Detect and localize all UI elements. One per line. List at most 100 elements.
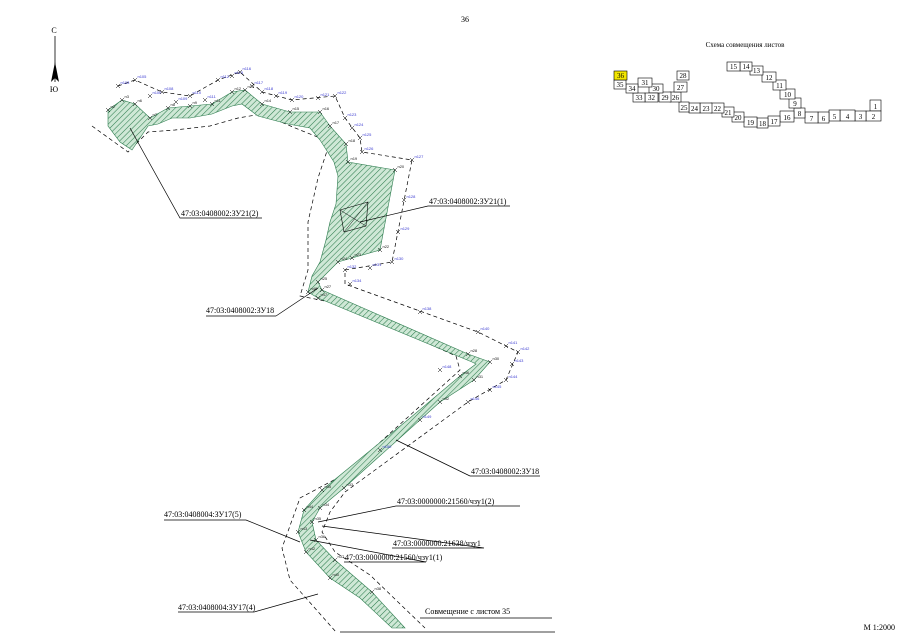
sheet-box [772, 79, 787, 91]
point-label-inner: н3 [125, 94, 130, 99]
point-label-inner: н6 [138, 98, 143, 103]
point-label-inner: н14 [265, 98, 272, 103]
point-label-outer: н138 [423, 306, 433, 311]
sheet-number: 5 [833, 113, 837, 121]
sheet-number: 23 [703, 105, 711, 113]
point-label-inner: н2 [111, 104, 116, 109]
point-marker [317, 109, 323, 115]
sheet-number: 25 [681, 104, 689, 112]
sheet-number: 10 [784, 91, 792, 99]
point-marker [259, 89, 265, 95]
point-marker [471, 377, 477, 383]
point-marker [392, 167, 398, 173]
point-marker [229, 89, 235, 95]
point-marker [259, 101, 265, 107]
point-label-outer: н130 [395, 256, 405, 261]
point-marker [343, 141, 349, 147]
sheet-number: 31 [642, 79, 650, 87]
survey-points: н103н105н106н108н109н110н111н112н115н116… [105, 66, 531, 595]
point-label-inner: н25 [321, 276, 328, 281]
point-marker [237, 69, 243, 75]
page-number: 36 [461, 15, 469, 24]
sheet-number: 34 [629, 85, 637, 93]
sheet-number: 2 [872, 113, 876, 121]
sheet-number: 20 [735, 114, 743, 122]
point-marker [249, 83, 255, 89]
point-label-outer: н108 [165, 86, 175, 91]
sheet-number: 3 [859, 113, 863, 121]
sheet-box [779, 88, 796, 100]
point-marker [115, 83, 121, 89]
sheet-number: 32 [648, 94, 656, 102]
point-label-inner: н35 [315, 516, 322, 521]
sheet-number: 14 [743, 63, 751, 71]
point-marker [465, 399, 471, 405]
sheet-box [678, 101, 690, 113]
point-marker [457, 373, 463, 379]
point-label-inner: н20 [398, 164, 405, 169]
point-marker [309, 519, 315, 525]
point-label-outer: н126 [365, 146, 375, 151]
point-marker [187, 103, 193, 109]
point-label-outer: н111 [208, 94, 217, 99]
point-marker [503, 343, 509, 349]
point-label-outer: н144 [509, 374, 519, 379]
point-label-outer: н122 [338, 90, 348, 95]
point-label-outer: н142 [521, 346, 531, 351]
point-marker [289, 97, 295, 103]
point-label-outer: н120 [295, 94, 305, 99]
join-note: Совмещение с листом 35 [425, 607, 510, 616]
point-label-outer: н121 [321, 92, 331, 97]
sheet-number: 24 [691, 105, 699, 113]
point-label-outer: н119 [279, 90, 288, 95]
point-marker [159, 89, 165, 95]
point-marker [377, 447, 383, 453]
point-label-inner: н16 [323, 106, 330, 111]
point-marker [315, 279, 321, 285]
sheet-box [637, 77, 653, 88]
point-label-outer: н140 [481, 326, 491, 331]
point-label-inner: н11 [215, 98, 222, 103]
parcel-label: 47:03:0408002:ЗУ21(2) [181, 209, 259, 218]
point-label-outer: н117 [255, 80, 264, 85]
sheet-number: 33 [636, 94, 644, 102]
point-marker [119, 97, 125, 103]
point-marker [305, 289, 311, 295]
point-label-inner: н24 [341, 256, 348, 261]
sheet-number: 21 [725, 109, 733, 117]
sheet-number: 17 [771, 118, 779, 126]
point-marker [147, 115, 153, 121]
point-marker [349, 125, 355, 131]
sheet-number: 9 [793, 100, 797, 108]
point-marker [319, 487, 325, 493]
point-label-inner: н27 [325, 284, 332, 289]
point-label-outer: н103 [121, 80, 131, 85]
sheet-box [632, 92, 646, 103]
sheet-number: 15 [730, 63, 738, 71]
point-marker [342, 115, 348, 121]
point-label-inner: н18 [349, 138, 356, 143]
point-label-inner: н44 [307, 504, 314, 509]
parcel-label: 47:03:0408002:ЗУ18 [206, 306, 274, 315]
sheet-number: 36 [617, 72, 625, 80]
sheet-number: 19 [747, 119, 755, 127]
sheet-number: 12 [766, 74, 774, 82]
point-marker [377, 247, 383, 253]
point-label-outer: н150 [383, 444, 393, 449]
point-marker [515, 349, 521, 355]
point-label-outer: н105 [138, 74, 148, 79]
point-label-inner: н46 [463, 370, 470, 375]
point-label-outer: н132 [348, 264, 358, 269]
schema-title: Схема совмещения листов [706, 41, 785, 49]
point-label-inner: н12 [235, 86, 242, 91]
sheet-box [673, 81, 688, 93]
sheet-number: 16 [784, 114, 792, 122]
sheet-number: 13 [753, 67, 761, 75]
point-marker [369, 589, 375, 595]
point-marker [509, 361, 515, 367]
point-marker [229, 73, 235, 79]
sheet-number: 28 [680, 72, 688, 80]
leader-lines [129, 127, 555, 633]
point-label-outer: н141 [509, 340, 519, 345]
point-label-inner: н7 [153, 112, 158, 117]
